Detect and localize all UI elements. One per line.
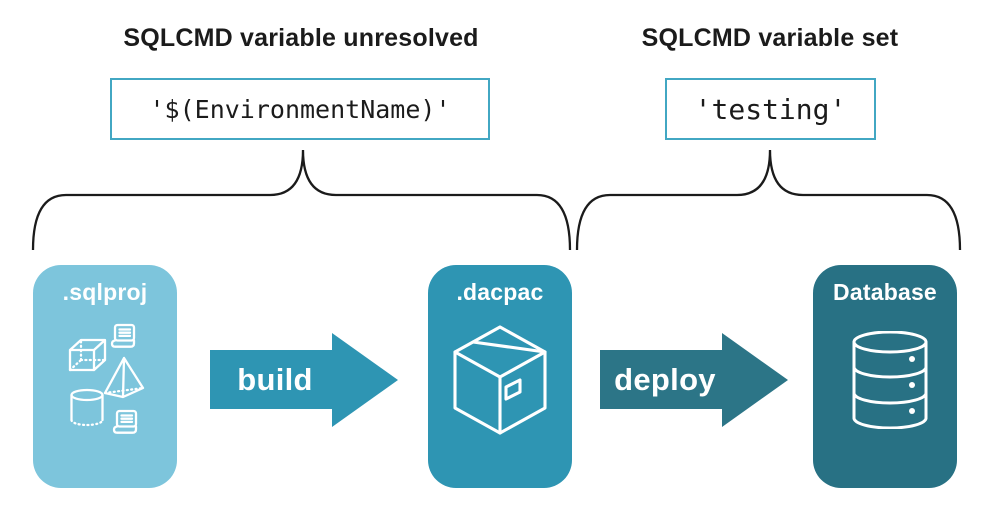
node-dacpac-label: .dacpac xyxy=(456,279,544,305)
heading-variable-set: SQLCMD variable set xyxy=(641,24,899,52)
node-sqlproj-label: .sqlproj xyxy=(62,279,148,305)
sql-script-icon xyxy=(110,323,136,348)
deploy-arrow-label: deploy xyxy=(614,361,716,397)
database-dot-icon xyxy=(909,408,915,414)
code-box-set: 'testing' xyxy=(665,78,876,140)
node-database-label: Database xyxy=(833,279,937,305)
code-box-unresolved: '$(EnvironmentName)' xyxy=(110,78,490,140)
build-arrow-shape xyxy=(210,333,398,427)
node-dacpac: .dacpac xyxy=(428,265,572,488)
package-box-icon xyxy=(453,325,547,435)
deploy-arrow-shape xyxy=(600,333,788,427)
pyramid-icon xyxy=(103,356,145,399)
database-dot-icon xyxy=(909,356,915,362)
right-brace-icon xyxy=(575,149,962,251)
deploy-arrow xyxy=(600,333,788,427)
code-value-unresolved: '$(EnvironmentName)' xyxy=(149,94,451,124)
heading-unresolved: SQLCMD variable unresolved xyxy=(123,24,479,52)
sql-script-icon xyxy=(112,409,138,434)
build-arrow xyxy=(210,333,398,427)
package-label-icon xyxy=(504,378,522,401)
cube-icon xyxy=(68,338,107,372)
node-sqlproj: .sqlproj xyxy=(33,265,177,488)
node-database: Database xyxy=(813,265,957,488)
database-dot-icon xyxy=(909,382,915,388)
database-cylinder-icon xyxy=(852,331,928,429)
left-brace-icon xyxy=(31,149,572,251)
cylinder-icon xyxy=(70,388,104,427)
sql-project-objects-icon xyxy=(68,323,145,434)
code-value-set: 'testing' xyxy=(694,92,847,126)
build-arrow-label: build xyxy=(237,361,313,397)
